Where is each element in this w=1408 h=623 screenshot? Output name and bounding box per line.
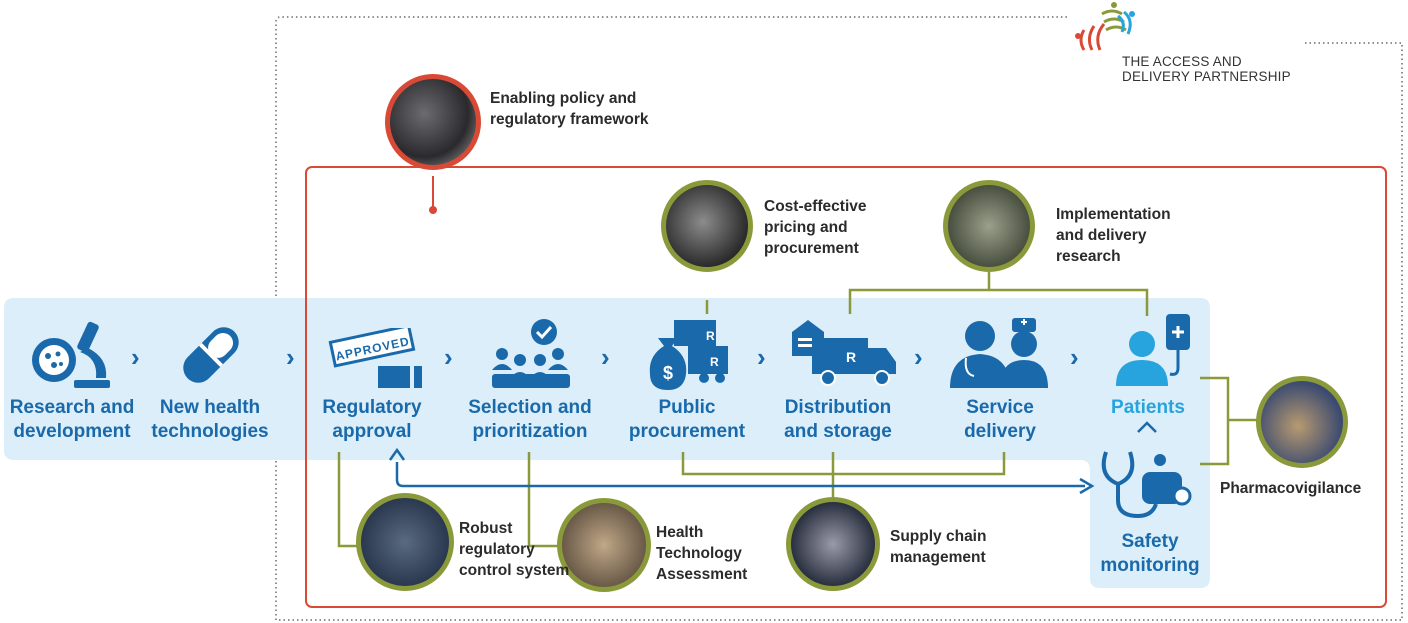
policy-frame: [305, 166, 1387, 608]
policy-photo: [385, 74, 481, 170]
stage-label-line-1: Distribution: [784, 397, 892, 418]
chevron-right-icon: ›: [286, 342, 295, 372]
stage-service-delivery: Service delivery: [940, 396, 1060, 444]
supply-chain-line-1: Supply chain: [890, 528, 987, 545]
svg-text:R: R: [710, 355, 719, 369]
microscope-icon: [32, 321, 110, 388]
feedback-arrow-line: [395, 462, 1085, 488]
money-bag-truck-icon: R R $: [649, 320, 728, 390]
logo-line-2: DELIVERY PARTNERSHIP: [1122, 69, 1291, 84]
hta-line-3: Assessment: [656, 566, 748, 583]
regulatory-control-annotation: Robust regulatory control system: [459, 518, 569, 581]
implementation-line-2: and delivery: [1056, 227, 1147, 244]
policy-annotation: Enabling policy and regulatory framework: [490, 88, 649, 130]
stage-label-line-2: and storage: [784, 421, 892, 442]
capsule-icon: [183, 327, 239, 383]
hta-annotation: Health Technology Assessment: [656, 522, 747, 585]
group-check-icon: [492, 319, 570, 388]
stage-label-line-2: monitoring: [1100, 555, 1200, 576]
chevron-right-icon: ›: [914, 342, 923, 372]
implementation-connector: [848, 272, 1149, 316]
procurement-service-connector: [681, 452, 1006, 476]
pricing-annotation: Cost-effective pricing and procurement: [764, 196, 867, 259]
svg-text:R: R: [706, 329, 715, 343]
stage-label-line-2: procurement: [628, 421, 746, 442]
hta-photo: [557, 498, 651, 592]
implementation-annotation: Implementation and delivery research: [1056, 204, 1171, 267]
implementation-photo: [943, 180, 1035, 272]
stage-label-line-1: Safety: [1121, 531, 1179, 552]
logo-line-1: THE ACCESS AND: [1122, 54, 1242, 69]
feedback-arrowhead-right: [1079, 477, 1095, 495]
pharmacovigilance-annotation: Pharmacovigilance: [1220, 478, 1361, 499]
hta-connector: [527, 452, 560, 548]
stage-selection-prioritization: Selection and prioritization: [462, 396, 598, 444]
pharmacovigilance-line-1: Pharmacovigilance: [1220, 480, 1362, 497]
stage-label-line-1: Research and: [9, 397, 135, 418]
supply-chain-annotation: Supply chain management: [890, 526, 986, 568]
supply-chain-photo: [786, 497, 880, 591]
stage-new-health-technologies: New health technologies: [146, 396, 274, 444]
implementation-line-3: research: [1056, 248, 1121, 265]
patient-iv-icon: [1116, 314, 1190, 386]
stage-safety-monitoring: Safety monitoring: [1090, 530, 1210, 578]
delivery-truck-icon: R: [792, 320, 896, 386]
doctor-nurse-icon: [950, 318, 1048, 388]
policy-connector-dot: [429, 206, 437, 214]
hta-line-2: Technology: [656, 545, 742, 562]
pharmacovigilance-photo: [1256, 376, 1348, 468]
stage-distribution-storage: Distribution and storage: [772, 396, 904, 444]
safety-to-patients-chevron: [1137, 421, 1157, 433]
chevron-right-icon: ›: [131, 342, 140, 372]
approved-stamp-icon: APPROVED: [328, 328, 422, 388]
stage-label-line-2: technologies: [151, 421, 269, 442]
stage-label-line-2: prioritization: [472, 421, 588, 442]
stage-label-line-1: Service: [966, 397, 1034, 418]
pricing-line-1: Cost-effective: [764, 198, 867, 215]
stage-research-development: Research and development: [2, 396, 142, 444]
stethoscope-icon: [1101, 451, 1192, 519]
policy-line-1: Enabling policy and: [490, 90, 637, 107]
supply-chain-line-2: management: [890, 549, 986, 566]
implementation-line-1: Implementation: [1056, 206, 1171, 223]
stage-public-procurement: Public procurement: [622, 396, 752, 444]
regulatory-control-line-1: Robust: [459, 520, 513, 537]
stage-regulatory-approval: Regulatory approval: [310, 396, 434, 444]
regulatory-control-connector: [337, 452, 362, 548]
chevron-right-icon: ›: [1070, 342, 1079, 372]
stage-label-line-2: development: [13, 421, 131, 442]
regulatory-control-line-3: control system: [459, 562, 570, 579]
chevron-right-icon: ›: [444, 342, 453, 372]
pricing-photo: [661, 180, 753, 272]
chevron-right-icon: ›: [601, 342, 610, 372]
logo-text: THE ACCESS AND DELIVERY PARTNERSHIP: [1122, 54, 1291, 84]
pricing-line-3: procurement: [764, 240, 859, 257]
regulatory-control-photo: [356, 493, 454, 591]
feedback-arrowhead-up: [388, 447, 406, 461]
stage-patients: Patients: [1096, 396, 1200, 420]
pharmacovigilance-connector: [1200, 376, 1258, 466]
regulatory-control-line-2: regulatory: [459, 541, 535, 558]
policy-line-2: regulatory framework: [490, 111, 649, 128]
stage-label-line-1: New health: [159, 397, 261, 418]
svg-text:R: R: [846, 349, 856, 365]
stage-label-line-1: Selection and: [468, 397, 592, 418]
stage-label-line-1: Patients: [1111, 397, 1185, 418]
stage-label-line-2: approval: [332, 421, 412, 442]
access-delivery-logo-icon: [1075, 2, 1135, 51]
chevron-right-icon: ›: [757, 342, 766, 372]
stage-label-line-2: delivery: [964, 421, 1036, 442]
hta-line-1: Health: [656, 524, 704, 541]
stage-label-line-1: Public: [658, 397, 716, 418]
pricing-line-2: pricing and: [764, 219, 848, 236]
stage-label-line-1: Regulatory: [322, 397, 422, 418]
svg-text:$: $: [663, 363, 673, 383]
